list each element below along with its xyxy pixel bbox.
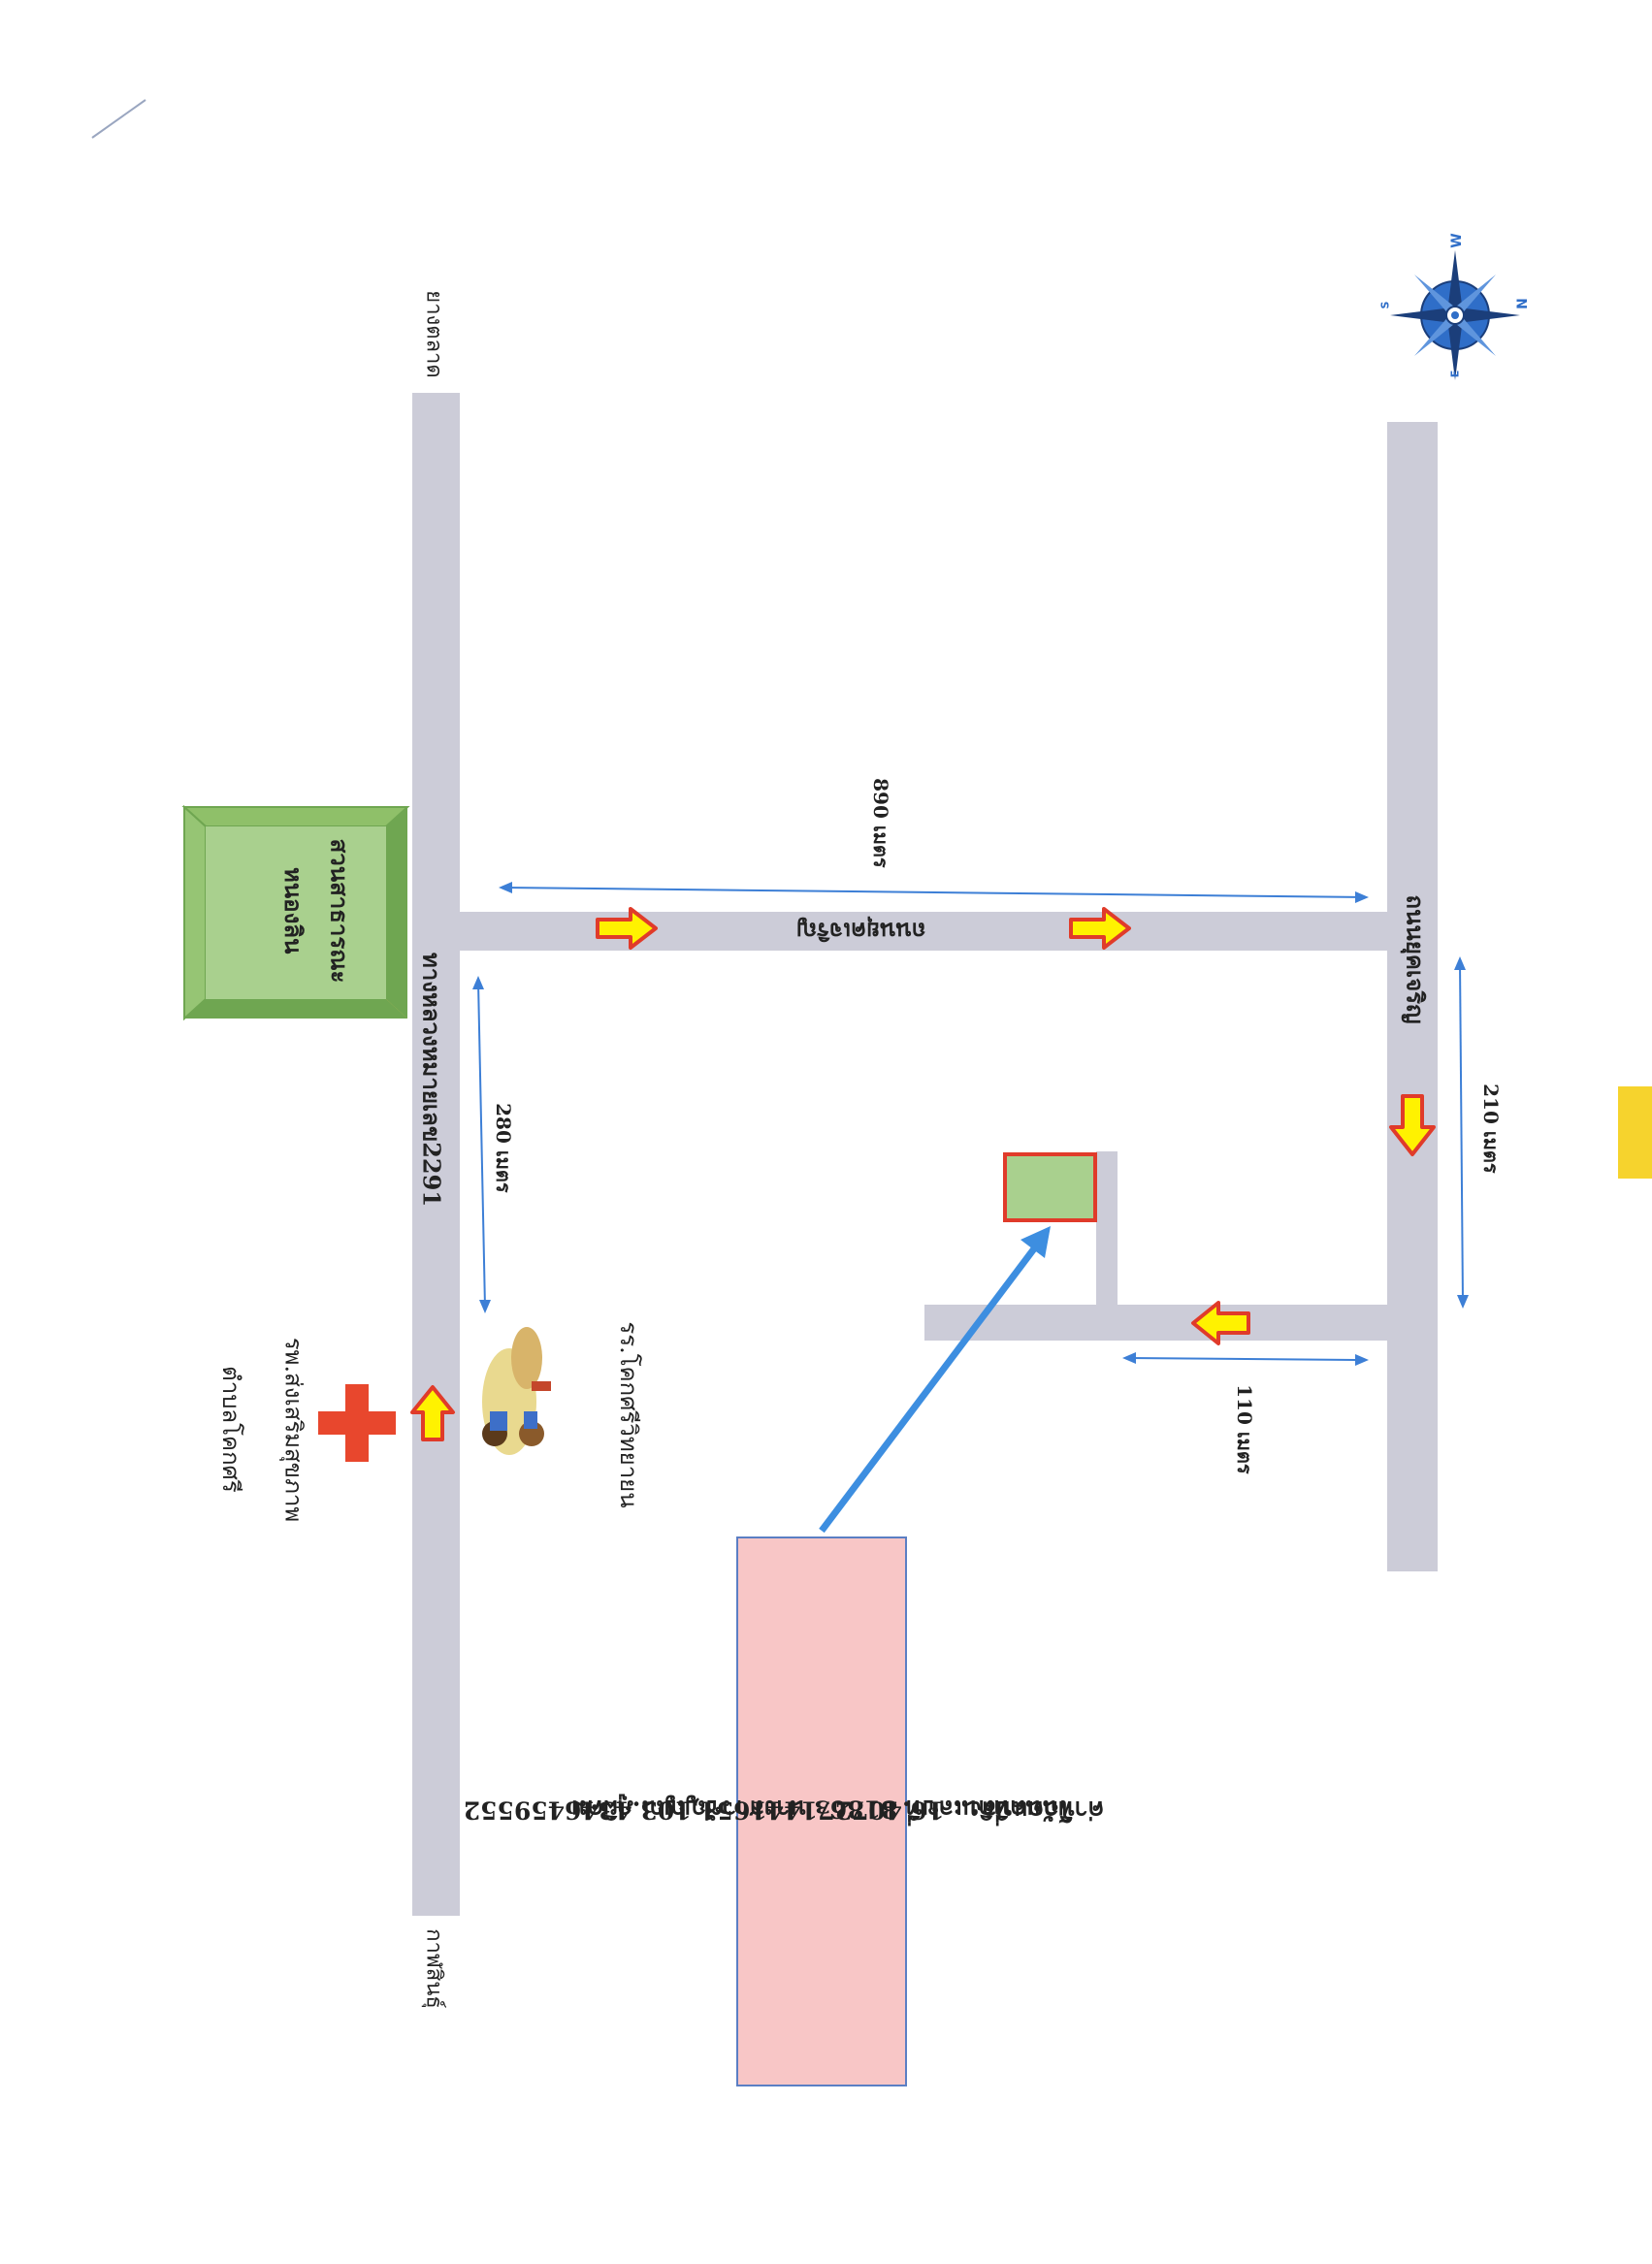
pointer-arrow — [819, 1226, 1051, 1534]
measurement-lines — [472, 882, 1469, 1366]
compass-south: S — [1379, 302, 1392, 309]
compass-west: W — [1449, 233, 1465, 247]
info-line-2: ค่าพิกัดแปลง : 16.40727144165​1,103.4346… — [464, 1796, 1105, 1825]
yukcharoen-label: ถนนยุคเจริญ — [796, 916, 925, 946]
school-icon — [482, 1327, 551, 1455]
roads — [412, 393, 1438, 1916]
land-plot — [1003, 1152, 1097, 1222]
info-box: โฉนดที่ดินเลขที่ 8186з นางสาวชัญญณ ภูผิค… — [464, 1536, 1105, 2086]
info-line-1: โฉนดที่ดินเลขที่ 8186з นางสาวชัญญณ ภูผิค… — [571, 1794, 1073, 1827]
highway-road — [412, 393, 460, 1916]
arrow-up — [410, 1385, 455, 1441]
compass-rose-icon: W E N S — [1379, 233, 1531, 380]
direction-bottom-label: กาฬสินธุ์ — [422, 1928, 446, 2009]
distance-280: 280 เมตร — [492, 1103, 515, 1193]
arrow-right-2 — [1069, 907, 1131, 950]
compass-east: E — [1449, 371, 1462, 378]
scan-mark — [91, 99, 146, 139]
compass-north: N — [1515, 298, 1531, 309]
park-label-line2: หนองลิน — [279, 867, 308, 954]
highway-label: ทางหลวงหมายเลข2291 — [418, 953, 446, 1207]
distance-110: 110 เมตร — [1233, 1384, 1256, 1474]
hospital-cross-icon — [318, 1384, 396, 1462]
arrow-right-1 — [596, 907, 658, 950]
arrow-left — [1191, 1301, 1250, 1345]
park-landmark — [181, 804, 410, 1021]
yukcharoen-side-label: ถนนยุคเจริญ — [1400, 894, 1430, 1023]
distance-210: 210 เมตร — [1479, 1083, 1503, 1174]
arrow-down — [1389, 1094, 1436, 1156]
branch-road — [924, 1305, 1390, 1341]
hospital-label-line2: ตำบลโคกศรี — [217, 1366, 244, 1493]
school-label: รร.โคกศรีวิทยายน — [615, 1321, 642, 1507]
plot-access-road — [1096, 1151, 1118, 1307]
side-tab — [1618, 1086, 1652, 1179]
park-label-line1: สวนสาธารณะ — [326, 839, 354, 984]
direction-arrows — [410, 907, 1436, 1441]
distance-890: 890 เมตร — [869, 778, 892, 868]
yukcharoen-side-road — [1387, 422, 1438, 1571]
direction-top-label: ยางตลาด — [422, 290, 446, 377]
hospital-label-line1: รพ.ส่งเสริมสุขภาพ — [279, 1338, 308, 1522]
